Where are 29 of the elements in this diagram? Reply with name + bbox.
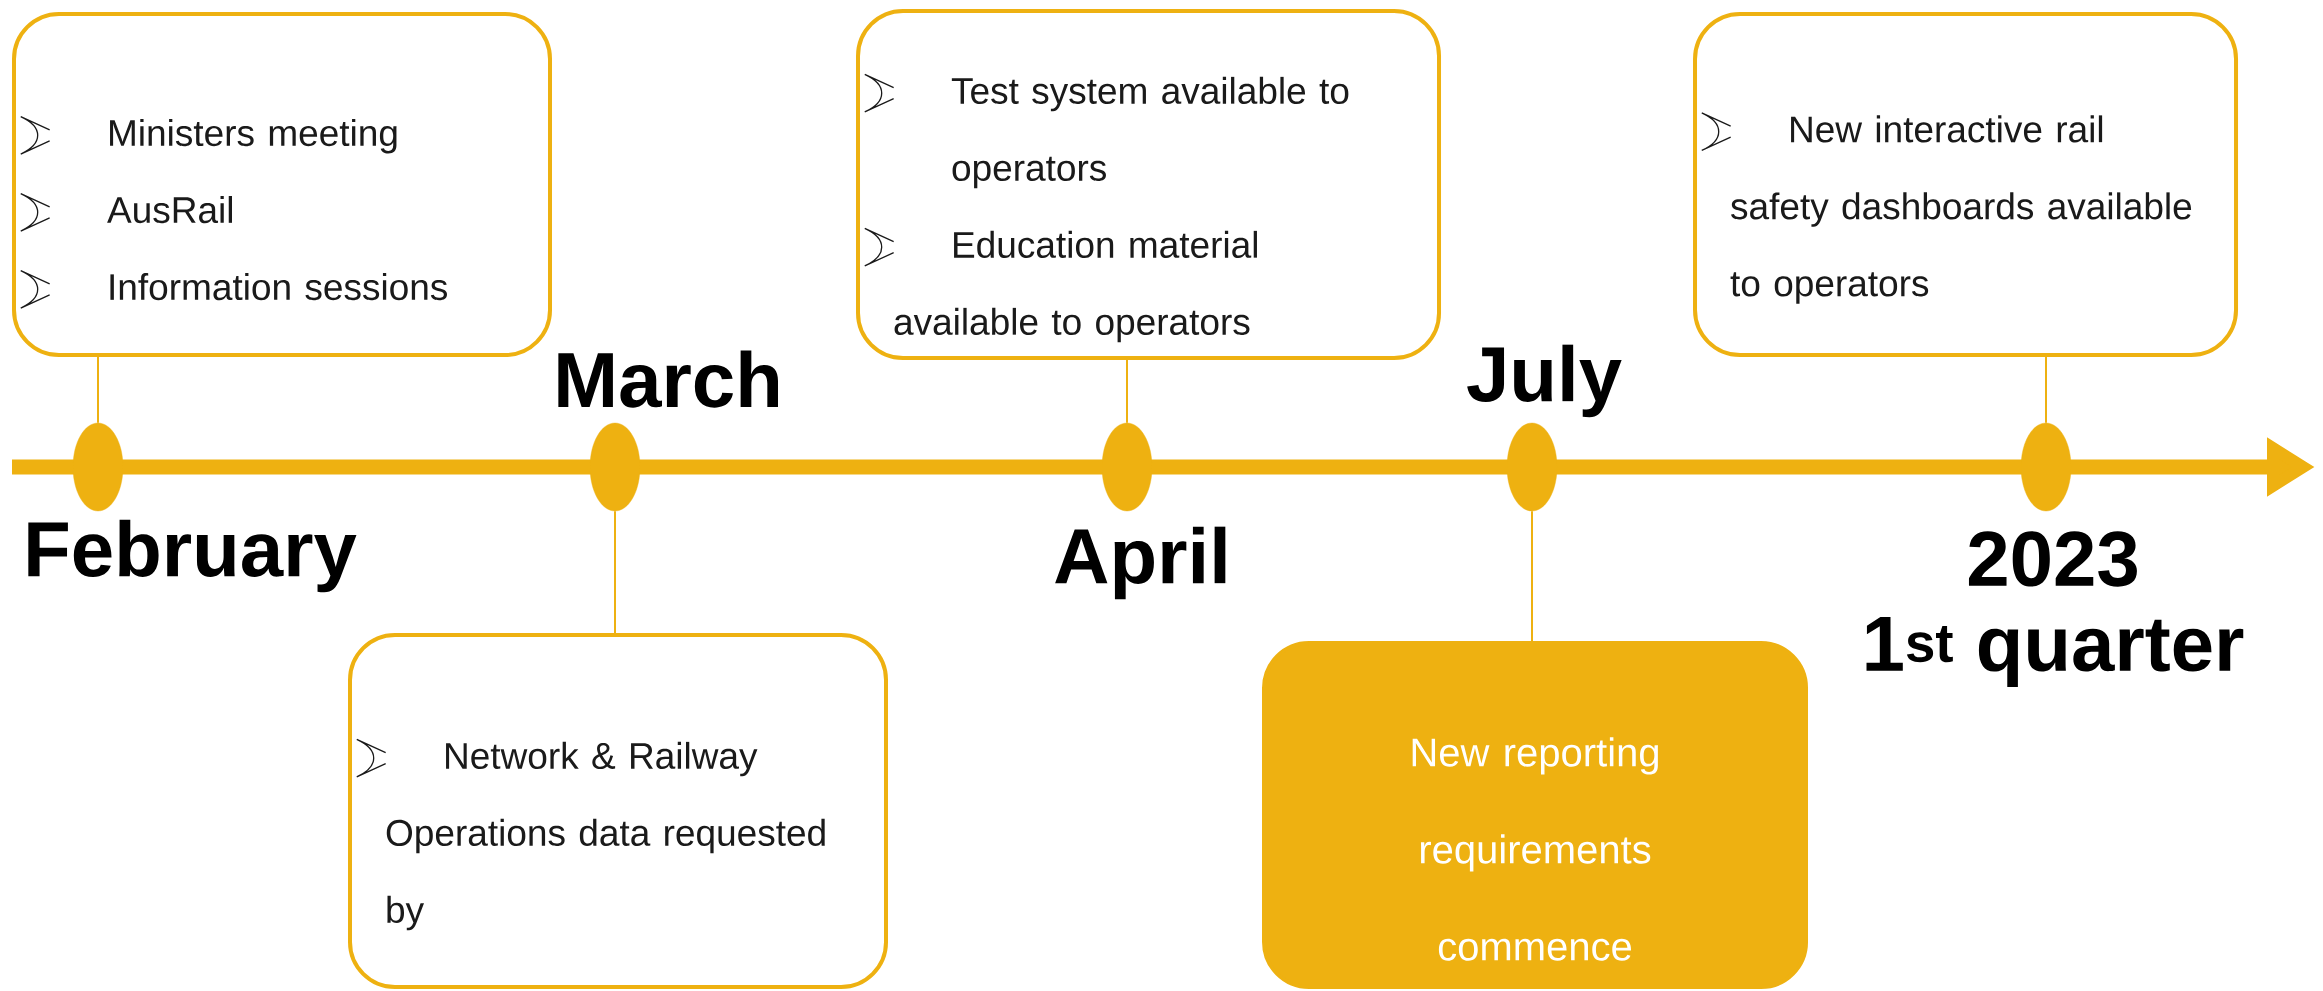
timeline-dot: [589, 422, 641, 512]
leader-line: [1531, 510, 1533, 642]
list-item: Network & Railway Operations data requested by: [386, 741, 825, 931]
callout-box: [12, 12, 552, 357]
timeline-label: February: [28, 519, 357, 593]
callout-box: [856, 9, 1441, 360]
list-item: Education material available to operators: [894, 230, 1257, 343]
timeline-label: 2023: [1968, 531, 2137, 587]
timeline-dot: [2020, 422, 2072, 512]
leader-line: [97, 356, 99, 424]
timeline-label: 1$^{st}$ quarter: [1866, 617, 2244, 687]
leader-line: [1126, 359, 1128, 424]
timeline-label: July: [1467, 344, 1622, 418]
callout-box: [1262, 641, 1808, 989]
timeline-label: March: [558, 350, 778, 408]
list-item: Information sessions: [110, 273, 447, 301]
box-text: New reporting requirements commence: [1412, 737, 1658, 961]
list-item: AusRail: [107, 196, 232, 224]
leader-line: [2045, 356, 2048, 424]
timeline-dot: [1506, 422, 1558, 512]
list-item: New interactive rail safety dashboards available to operators: [1730, 115, 2192, 304]
callout-box: [1693, 12, 2239, 357]
timeline-dot: [72, 422, 124, 512]
leader-line: [614, 510, 616, 634]
list-item: Ministers meeting: [110, 119, 397, 154]
callout-box: [348, 633, 888, 989]
timeline-dot: [1101, 422, 1153, 512]
list-item: Test system available to operators: [951, 76, 1349, 189]
timeline-label: April: [1055, 526, 1226, 600]
